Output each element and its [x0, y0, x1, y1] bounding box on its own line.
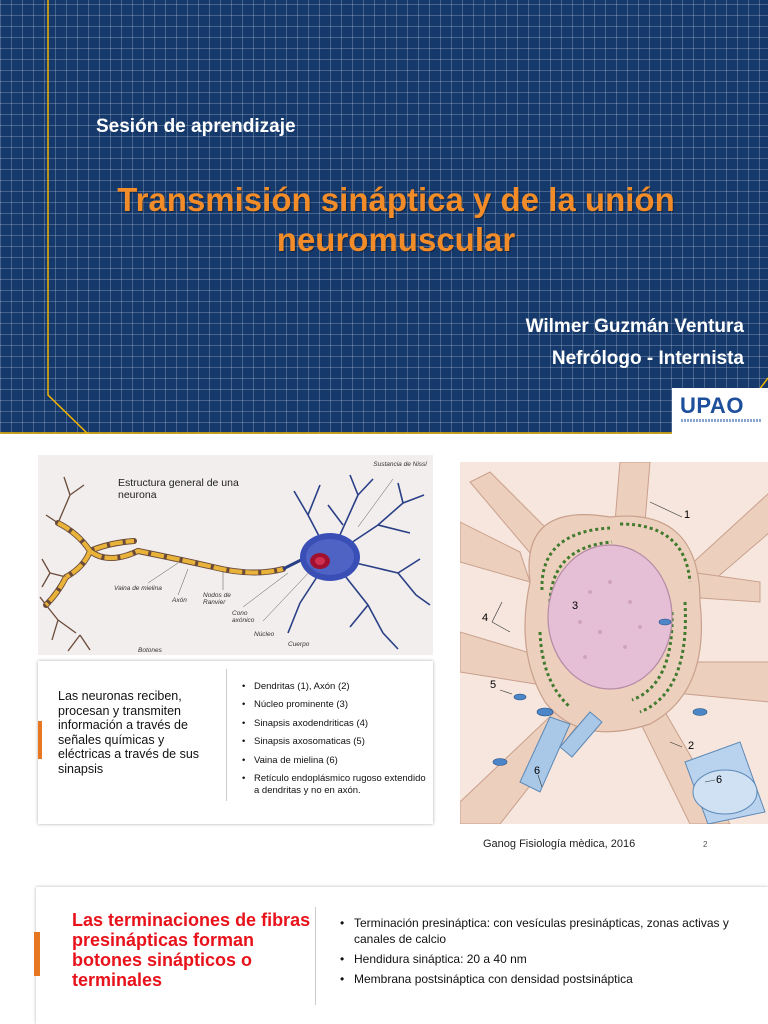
- author-name: Wilmer Guzmán Ventura: [525, 316, 744, 337]
- title-slide: Sesión de aprendizaje Transmisión sinápt…: [0, 0, 768, 434]
- list-item: Hendidura sináptica: 20 a 40 nm: [336, 951, 756, 967]
- figure-number-5: 5: [490, 679, 497, 691]
- terminal-slide: Las terminaciones de fibras presináptica…: [34, 887, 768, 1024]
- list-item: Terminación presináptica: con vesículas …: [336, 915, 756, 947]
- card-divider: [226, 669, 227, 801]
- figure-number-4: 4: [482, 612, 489, 624]
- label-ranvier: Nodos de Ranvier: [203, 592, 231, 606]
- figure-number-6a: 6: [534, 765, 541, 777]
- list-item: Vaina de mielina (6): [240, 755, 430, 767]
- accent-bar: [34, 932, 40, 976]
- neuron-structure-figure: Estructura general de una neurona Sustan…: [38, 455, 433, 655]
- neuron-illustration: [39, 474, 431, 652]
- figure-caption: Ganog Fisiología mèdica, 2016: [483, 838, 636, 850]
- author-block: Wilmer Guzmán Ventura Nefrólogo - Intern…: [526, 311, 744, 375]
- session-subtitle: Sesión de aprendizaje: [96, 116, 296, 137]
- list-item: Dendritas (1), Axón (2): [240, 681, 430, 693]
- label-buttons: Botones: [138, 647, 162, 654]
- figure-number-3: 3: [572, 600, 579, 612]
- author-role: Nefrólogo - Internista: [551, 348, 744, 369]
- page-number: 2: [703, 840, 708, 849]
- figure-number-1: 1: [684, 509, 691, 521]
- label-myelin: Vaina de mielina: [114, 585, 162, 592]
- list-item: Núcleo prominente (3): [240, 699, 430, 711]
- label-nissl: Sustancia de Nissl: [373, 461, 427, 468]
- slide-divider: [315, 907, 316, 1005]
- neuron-description: Las neuronas reciben, procesan y transmi…: [58, 689, 200, 776]
- presentation-title: Transmisión sináptica y de la unión neur…: [117, 181, 675, 258]
- list-item: Sinapsis axodendriticas (4): [240, 718, 430, 730]
- list-item: Retículo endoplásmico rugoso extendido a…: [240, 773, 430, 797]
- neuron-cell-body-figure: 1 2 3 4 5 6 6: [460, 462, 768, 824]
- neuron-feature-list: Dendritas (1), Axón (2) Núcleo prominent…: [240, 681, 430, 803]
- terminal-feature-list: Terminación presináptica: con vesículas …: [336, 915, 756, 991]
- label-nucleus: Núcleo: [254, 631, 275, 638]
- accent-bar: [38, 721, 42, 759]
- label-axon: Axón: [172, 597, 187, 604]
- logo-tagline-line: [681, 419, 761, 422]
- neuron-figure-heading: Estructura general de una neurona: [118, 477, 239, 501]
- figure-number-2: 2: [688, 740, 695, 752]
- label-cone: Cono axónico: [232, 610, 255, 624]
- terminal-headline: Las terminaciones de fibras presináptica…: [72, 910, 311, 990]
- figure-number-6b: 6: [716, 774, 723, 786]
- neuron-info-card: Las neuronas reciben, procesan y transmi…: [38, 661, 433, 824]
- cell-body-illustration: [460, 462, 768, 824]
- list-item: Membrana postsináptica con densidad post…: [336, 971, 756, 987]
- upao-logo: UPAO: [672, 388, 768, 434]
- label-body: Cuerpo: [288, 641, 310, 648]
- logo-text: UPAO: [680, 393, 744, 418]
- list-item: Sinapsis axosomaticas (5): [240, 736, 430, 748]
